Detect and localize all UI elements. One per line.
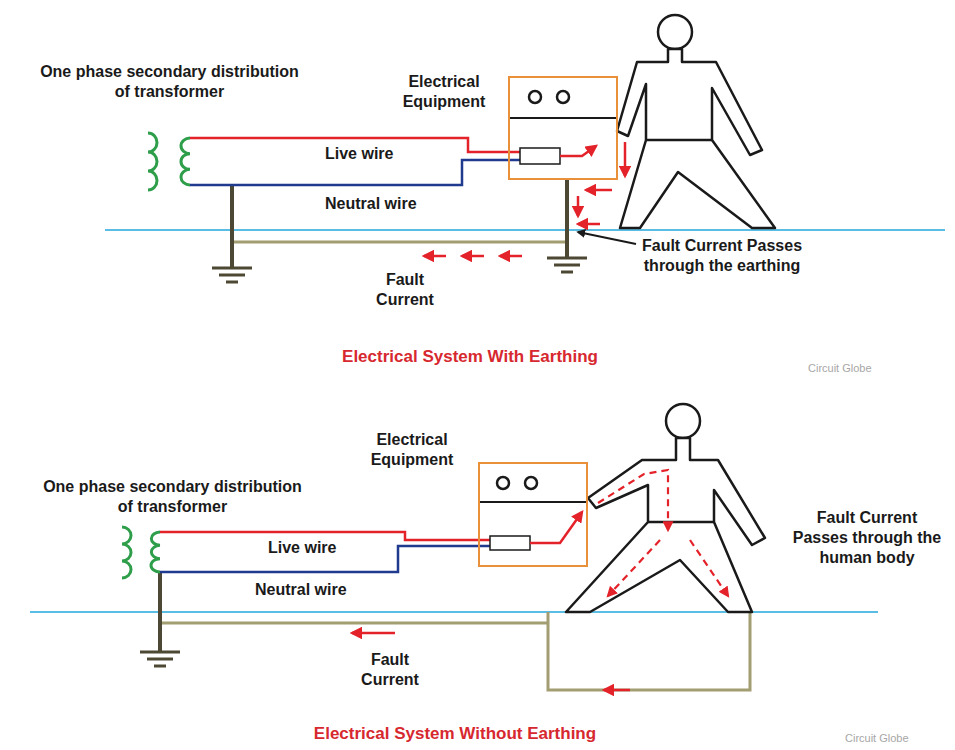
fault-path xyxy=(530,512,582,543)
panel-line xyxy=(508,117,618,119)
earth-symbol xyxy=(547,257,587,260)
body-fault-path xyxy=(598,470,668,530)
secondary-coil xyxy=(151,532,160,572)
earth-wire xyxy=(160,622,548,625)
fault-current-label: Fault Current xyxy=(355,650,425,690)
label-anchor: Live wire xyxy=(268,538,336,558)
fault-arrow xyxy=(624,142,627,176)
socket-hole xyxy=(497,477,509,489)
live-wire xyxy=(160,532,490,540)
earth-pole xyxy=(158,572,162,652)
wire-label: Live wire xyxy=(268,538,336,558)
panel-title: Electrical System With Earthing xyxy=(220,346,720,367)
neutral-wire xyxy=(190,160,520,185)
socket-hole xyxy=(525,477,537,489)
person-waist xyxy=(648,521,714,524)
earth-symbol xyxy=(147,658,173,661)
label-anchor: Fault Current xyxy=(355,650,425,690)
resistor-symbol xyxy=(490,536,530,550)
earth-wire xyxy=(232,241,567,244)
label-anchor: Circuit Globe xyxy=(845,732,909,746)
earth-rod xyxy=(565,180,569,258)
person-figure xyxy=(617,49,775,228)
watermark: Circuit Globe xyxy=(845,732,909,746)
label-anchor: Fault Current Passes through the human b… xyxy=(788,508,946,568)
panel-title: Electrical System Without Earthing xyxy=(205,723,705,744)
equipment-box: Electrical Equipment xyxy=(508,76,618,180)
callout-label: Fault Current Passes through the human b… xyxy=(788,508,946,568)
wire-label: Live wire xyxy=(325,144,393,164)
label-anchor: Circuit Globe xyxy=(808,362,872,376)
label-anchor: Electrical Equipment xyxy=(394,72,494,112)
transformer-label: One phase secondary distribution of tran… xyxy=(35,477,310,517)
callout-label: Fault Current Passes through the earthin… xyxy=(641,236,803,276)
fault-arrow xyxy=(586,189,612,192)
equipment-label: Electrical Equipment xyxy=(394,72,494,112)
earth-symbol xyxy=(226,281,238,284)
fault-arrow xyxy=(462,255,484,258)
socket-hole xyxy=(529,91,541,103)
callout-arrow xyxy=(578,232,636,244)
fault-arrow xyxy=(604,689,630,692)
fault-arrow xyxy=(352,632,395,635)
earth-symbol xyxy=(554,264,580,267)
transformer-label: One phase secondary distribution of tran… xyxy=(32,62,307,102)
earth-loop xyxy=(548,612,750,690)
person-figure xyxy=(566,438,765,612)
socket-hole xyxy=(557,91,569,103)
primary-coil xyxy=(122,527,131,578)
panel-line xyxy=(478,501,588,503)
label-anchor: Neutral wire xyxy=(255,580,347,600)
fault-path xyxy=(560,146,596,156)
label-anchor: Fault Current Passes through the earthin… xyxy=(641,236,803,276)
person-head xyxy=(658,15,692,49)
fault-arrow xyxy=(500,255,522,258)
label-anchor: Fault Current xyxy=(370,270,440,310)
body-fault-path xyxy=(608,540,660,596)
fault-current-label: Fault Current xyxy=(370,270,440,310)
wire-label: Neutral wire xyxy=(325,194,417,214)
earth-pole xyxy=(230,185,234,268)
label-anchor: Electrical System With Earthing xyxy=(220,346,720,367)
resistor-symbol xyxy=(520,148,560,164)
fault-arrow xyxy=(424,255,446,258)
body-fault-path xyxy=(690,540,728,596)
earth-symbol xyxy=(561,271,573,274)
earth-symbol xyxy=(154,665,166,668)
fault-arrow xyxy=(577,196,580,216)
secondary-coil xyxy=(181,138,190,185)
label-anchor: One phase secondary distribution of tran… xyxy=(32,62,307,102)
earth-symbol xyxy=(140,651,180,654)
label-anchor: Electrical Equipment xyxy=(362,430,462,470)
primary-coil xyxy=(148,133,157,190)
fault-arrow xyxy=(578,223,600,226)
watermark: Circuit Globe xyxy=(808,362,872,376)
equipment-box: Electrical Equipment xyxy=(478,462,588,567)
label-anchor: Live wire xyxy=(325,144,393,164)
label-anchor: One phase secondary distribution of tran… xyxy=(35,477,310,517)
earth-symbol xyxy=(219,274,245,277)
label-anchor: Electrical System Without Earthing xyxy=(205,723,705,744)
wire-label: Neutral wire xyxy=(255,580,347,600)
earth-symbol xyxy=(212,267,252,270)
equipment-label: Electrical Equipment xyxy=(362,430,462,470)
person-waist xyxy=(646,139,712,142)
label-anchor: Neutral wire xyxy=(325,194,417,214)
person-head xyxy=(666,404,700,438)
